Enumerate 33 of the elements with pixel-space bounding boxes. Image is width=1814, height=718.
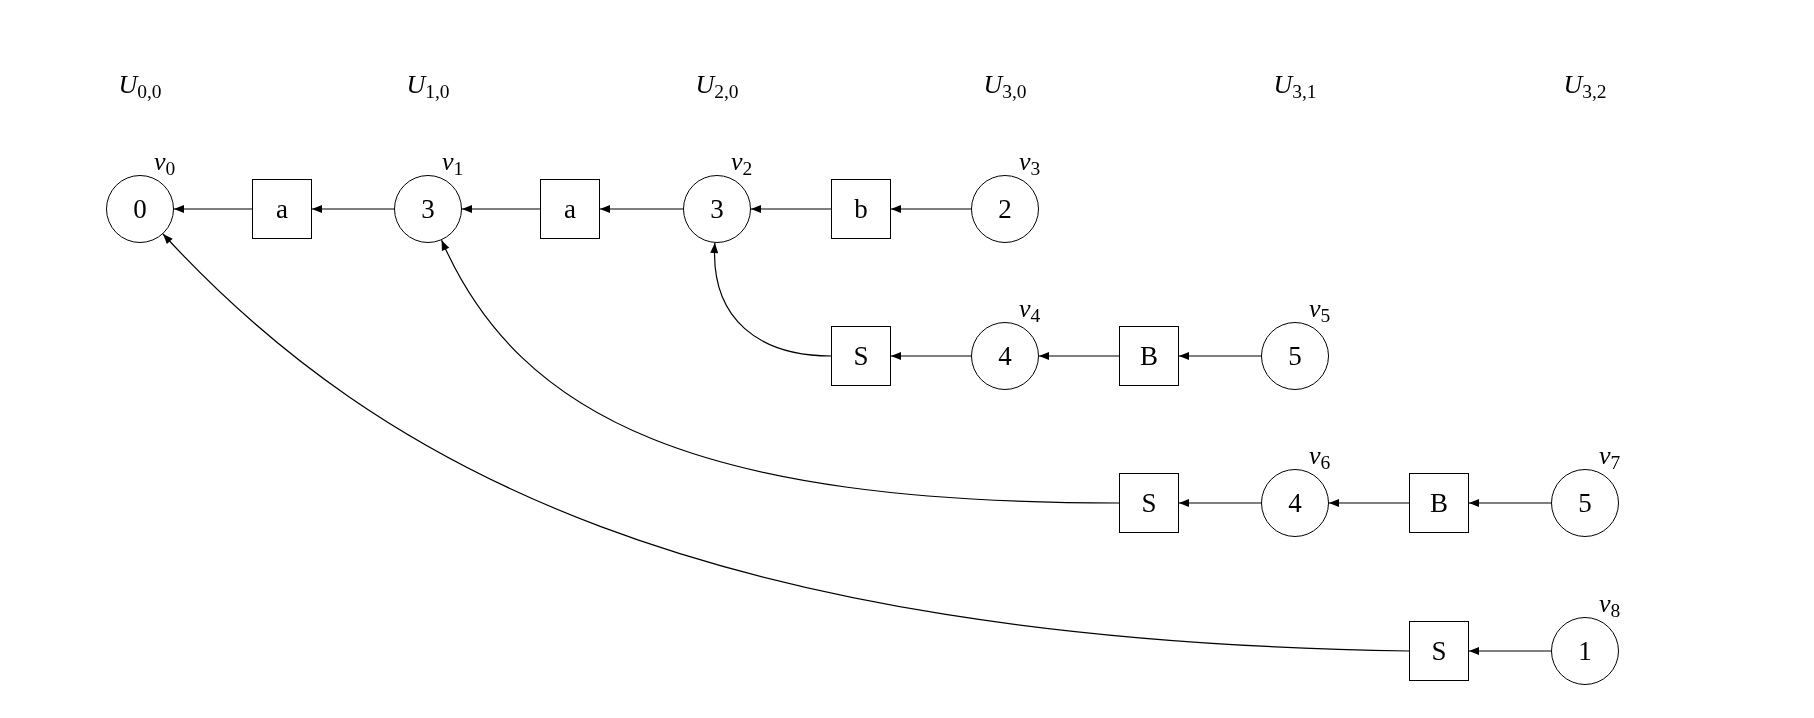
- vertex-label: v$_{4}$: [1019, 296, 1041, 322]
- vertex-label: v$_{2}$: [731, 149, 753, 175]
- arrow: [461, 205, 541, 213]
- label-box: b: [831, 179, 891, 239]
- vertex-label: v$_{0}$: [154, 149, 176, 175]
- arrow: [441, 239, 1120, 504]
- vertex-label: v$_{8}$: [1599, 591, 1621, 617]
- arrow: [710, 242, 832, 357]
- arrow: [1038, 352, 1120, 360]
- label-box: S: [1409, 621, 1469, 681]
- label-box: S: [1119, 473, 1179, 533]
- label-box: a: [252, 179, 312, 239]
- arrow: [890, 205, 972, 213]
- vertex-label: v$_{5}$: [1309, 296, 1331, 322]
- arrow: [1328, 499, 1410, 507]
- arrow: [173, 205, 253, 213]
- label-box: B: [1409, 473, 1469, 533]
- vertex-label: v$_{3}$: [1019, 149, 1041, 175]
- arrow: [1468, 647, 1552, 655]
- arrow: [1178, 499, 1262, 507]
- label-box: B: [1119, 326, 1179, 386]
- arrow: [599, 205, 684, 213]
- arrow: [311, 205, 395, 213]
- arrow: [1468, 499, 1552, 507]
- label-box: S: [831, 326, 891, 386]
- vertex-label: v$_{7}$: [1599, 443, 1621, 469]
- arrow: [750, 205, 832, 213]
- arrow: [1178, 352, 1262, 360]
- vertex-label: v$_{6}$: [1309, 443, 1331, 469]
- label-box: a: [540, 179, 600, 239]
- vertex-label: v$_{1}$: [442, 149, 464, 175]
- arrow: [162, 233, 1410, 652]
- arrow: [890, 352, 972, 360]
